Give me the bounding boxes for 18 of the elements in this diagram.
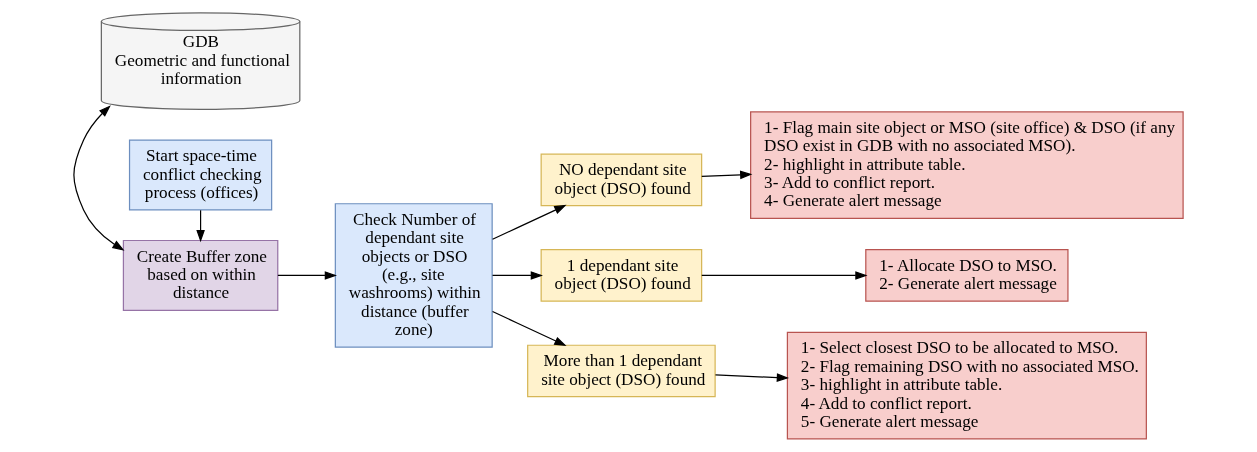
arrow [73,105,125,251]
node-box: Create Buffer zone based on within distance [122,239,279,311]
node-box: 1 dependant site object (DSO) found [540,249,703,302]
arrow [491,310,567,346]
arrow [196,209,205,243]
node-box: More than 1 dependant site object (DSO) found [527,344,716,398]
arrow [714,373,789,382]
arrow [277,271,337,280]
node-box: NO dependant site object (DSO) found [540,153,703,207]
node-box: 1- Allocate DSO to MSO. 2- Generate alert message [865,249,1069,302]
arrow [491,271,543,280]
node-box: Start space-time conflict checking process (offices) [128,139,273,211]
node-box: 1- Select closest DSO to be allocated to MSO. 2- Flag remaining DSO with no associated MSO. 3- highlight in attribute table. 4- Add to conflict report. 5- Generate alert message [786,331,1147,440]
node-box: Check Number of dependant site objects or DSO (e.g., site washrooms) within distance (buffer zone) [334,203,493,348]
arrow [491,204,567,240]
arrow [701,170,753,180]
node-box: 1- Flag main site object or MSO (site office) & DSO (if any DSO exist in GDB with no associated MSO). 2- highlight in attribute table. 3- Add to conflict report. 4- Generate alert message [750,111,1184,220]
arrow [701,271,868,280]
